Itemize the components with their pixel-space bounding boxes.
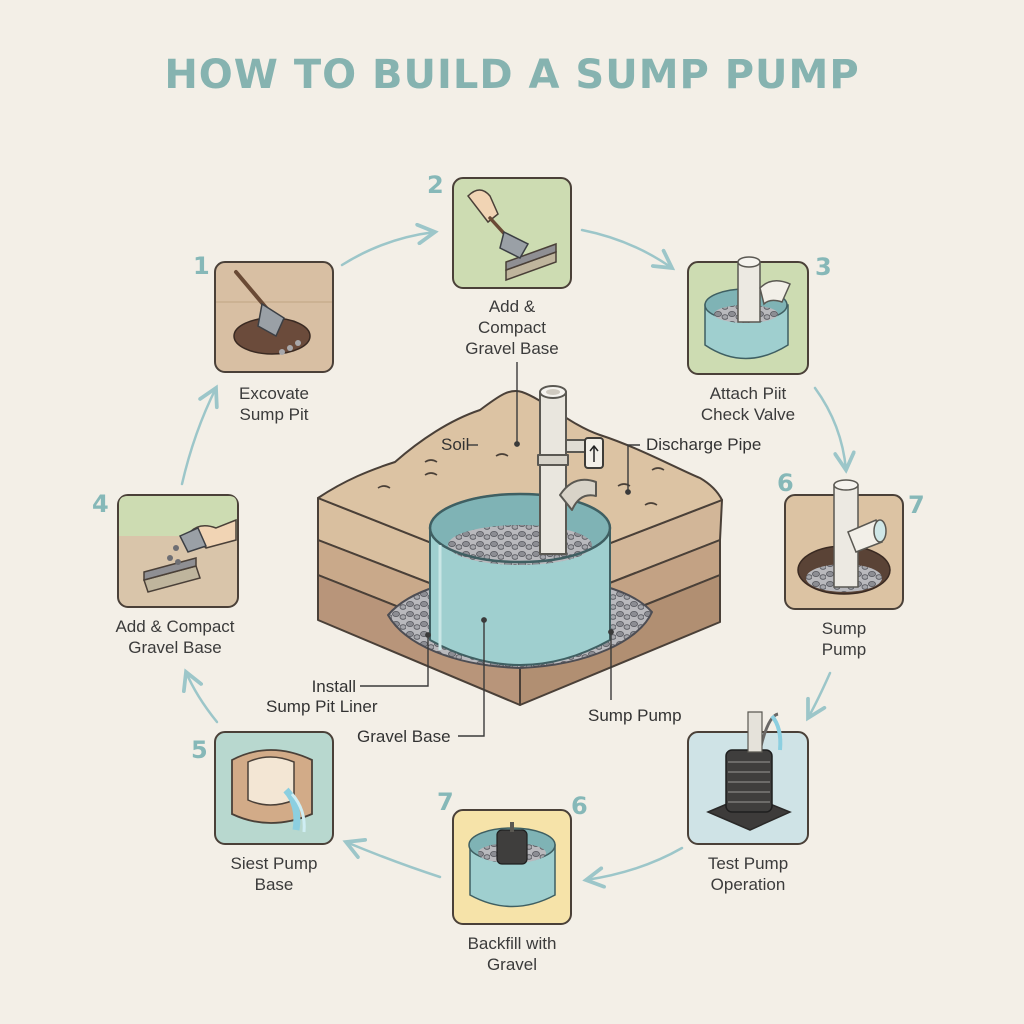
sump-liner-gravel <box>448 525 592 565</box>
arrow-test-to-backfill <box>586 848 682 880</box>
callout-soil: Soil <box>441 435 469 455</box>
callout-line: Install <box>266 676 356 697</box>
step-label-line: Gravel Base <box>452 338 572 359</box>
arrow-backfill-to-5 <box>346 842 440 877</box>
arrow-5-to-4 <box>186 672 217 722</box>
step-number-4: 4 <box>92 490 109 518</box>
callout-install-liner-2: Sump Pit Liner <box>266 697 378 717</box>
callout-gravel-base: Gravel Base <box>357 727 451 747</box>
step-label-1: Excovate Sump Pit <box>214 383 334 425</box>
step-label-line: Operation <box>684 874 812 895</box>
step-label-line: Add & Compact <box>100 616 250 637</box>
step-label-test-pump: Test Pump Operation <box>684 853 812 895</box>
tile-add-gravel-left <box>118 495 238 607</box>
step-label-line: Attach Piit <box>686 383 810 404</box>
step-number-5: 5 <box>191 736 208 764</box>
step-number-1: 1 <box>193 252 210 280</box>
step-label-line: Sump Pit <box>214 404 334 425</box>
cross-section-block <box>318 386 722 705</box>
discharge-pipe <box>540 392 566 554</box>
arrow-4-to-1 <box>182 388 216 484</box>
step-number-2: 2 <box>427 171 444 199</box>
step-number-6: 6 <box>777 469 794 497</box>
step-label-line: Test Pump <box>684 853 812 874</box>
step-label-line: Check Valve <box>686 404 810 425</box>
callout-discharge-pipe: Discharge Pipe <box>646 435 761 455</box>
step-label-line: Add & <box>452 296 572 317</box>
tile-sump-pump <box>785 480 903 609</box>
step-label-line: Base <box>212 874 336 895</box>
step-label-3: Attach Piit Check Valve <box>686 383 810 425</box>
step-number-3: 3 <box>815 253 832 281</box>
arrow-2-to-3 <box>582 230 672 268</box>
step-label-backfill: Backfill with Gravel <box>440 933 584 975</box>
callout-sump-pump: Sump Pump <box>588 706 682 726</box>
step-label-5: Siest Pump Base <box>212 853 336 895</box>
tile-test-pump <box>688 712 808 844</box>
tile-add-gravel-top <box>453 178 571 288</box>
arrow-1-to-2 <box>342 232 435 265</box>
tile-pump-base <box>215 732 333 844</box>
callout-install-liner: Install <box>266 676 356 697</box>
step-number-7: 7 <box>908 491 925 519</box>
step-label-line: Backfill with <box>440 933 584 954</box>
tile-check-valve <box>688 257 808 374</box>
tile-backfill <box>453 810 571 924</box>
step-label-line: Pump <box>784 639 904 660</box>
step-label-line: Sump <box>784 618 904 639</box>
arrow-3-to-6 <box>815 388 846 470</box>
tile-excavate <box>215 262 333 372</box>
step-number-7-bottom: 7 <box>437 788 454 816</box>
step-label-line: Excovate <box>214 383 334 404</box>
step-number-6-bottom: 6 <box>571 792 588 820</box>
step-label-4: Add & Compact Gravel Base <box>100 616 250 658</box>
step-label-2: Add & Compact Gravel Base <box>452 296 572 359</box>
step-label-line: Siest Pump <box>212 853 336 874</box>
step-label-line: Gravel Base <box>100 637 250 658</box>
step-label-line: Gravel <box>440 954 584 975</box>
step-label-line: Compact <box>452 317 572 338</box>
step-label-sump-pump: Sump Pump <box>784 618 904 660</box>
arrow-6-to-test <box>808 673 830 718</box>
